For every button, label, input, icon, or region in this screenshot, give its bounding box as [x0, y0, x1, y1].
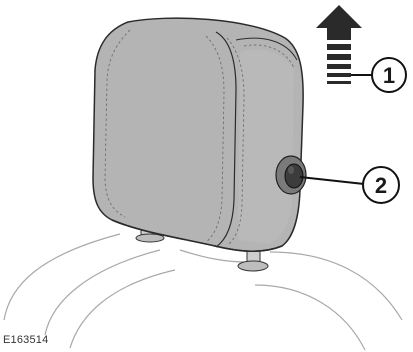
callout-1-number: 1	[383, 63, 395, 88]
callout-1: 1	[351, 57, 407, 93]
release-button-icon	[275, 155, 307, 195]
right-post	[237, 249, 269, 272]
seat-back-outline	[3, 233, 403, 351]
callout-2: 2	[299, 166, 400, 204]
headrest-body	[92, 17, 304, 253]
headrest-posts	[135, 225, 269, 272]
upward-arrow-icon	[316, 5, 362, 84]
figure-reference-code: E163514	[3, 334, 49, 346]
callout-2-number: 2	[375, 173, 387, 198]
